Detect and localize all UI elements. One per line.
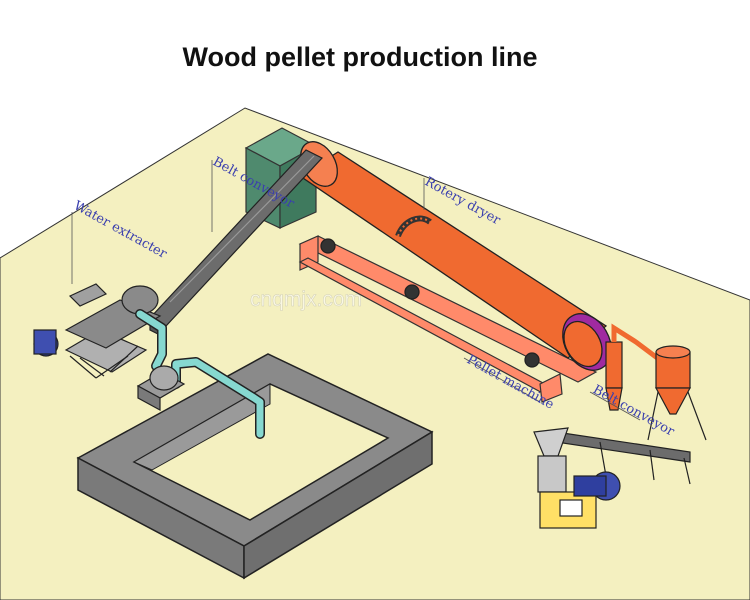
air-pipes [135,309,265,439]
watermark-text: cnqmjx.com [250,288,362,311]
cyclone-fan [136,365,186,412]
cyclone-separators [605,323,707,441]
page-title: Wood pellet production line [182,42,538,72]
storage-pit [76,353,434,580]
dryer-base-frame [298,235,598,403]
label-leader-lines [71,160,641,421]
rotary-dryer [298,141,612,371]
pellet-machine [533,427,621,529]
